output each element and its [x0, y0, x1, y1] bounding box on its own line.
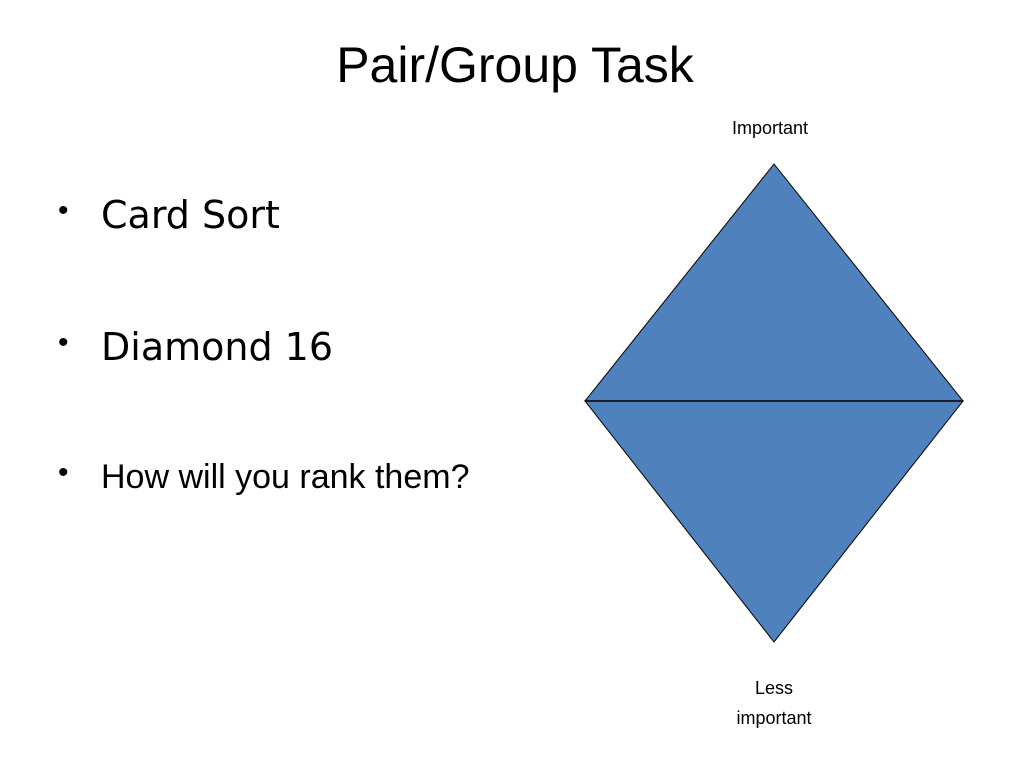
bullet-glyph: •: [58, 194, 69, 227]
less-important-label: Less important: [704, 673, 844, 733]
bullet-glyph: •: [58, 326, 69, 359]
important-label: Important: [731, 118, 809, 138]
less-important-label-line1: Less: [754, 678, 794, 698]
bullet-text-rank-question: How will you rank them?: [101, 458, 470, 496]
less-important-label-line2: important: [736, 708, 812, 728]
bullet-glyph: •: [58, 456, 69, 489]
diamond-bottom-triangle: [583, 400, 965, 643]
diamond-top-triangle: [583, 163, 965, 402]
bullet-text-card-sort: Card Sort: [101, 193, 280, 237]
bullet-text-diamond-16: Diamond 16: [101, 325, 334, 369]
slide-title: Pair/Group Task: [336, 37, 694, 93]
